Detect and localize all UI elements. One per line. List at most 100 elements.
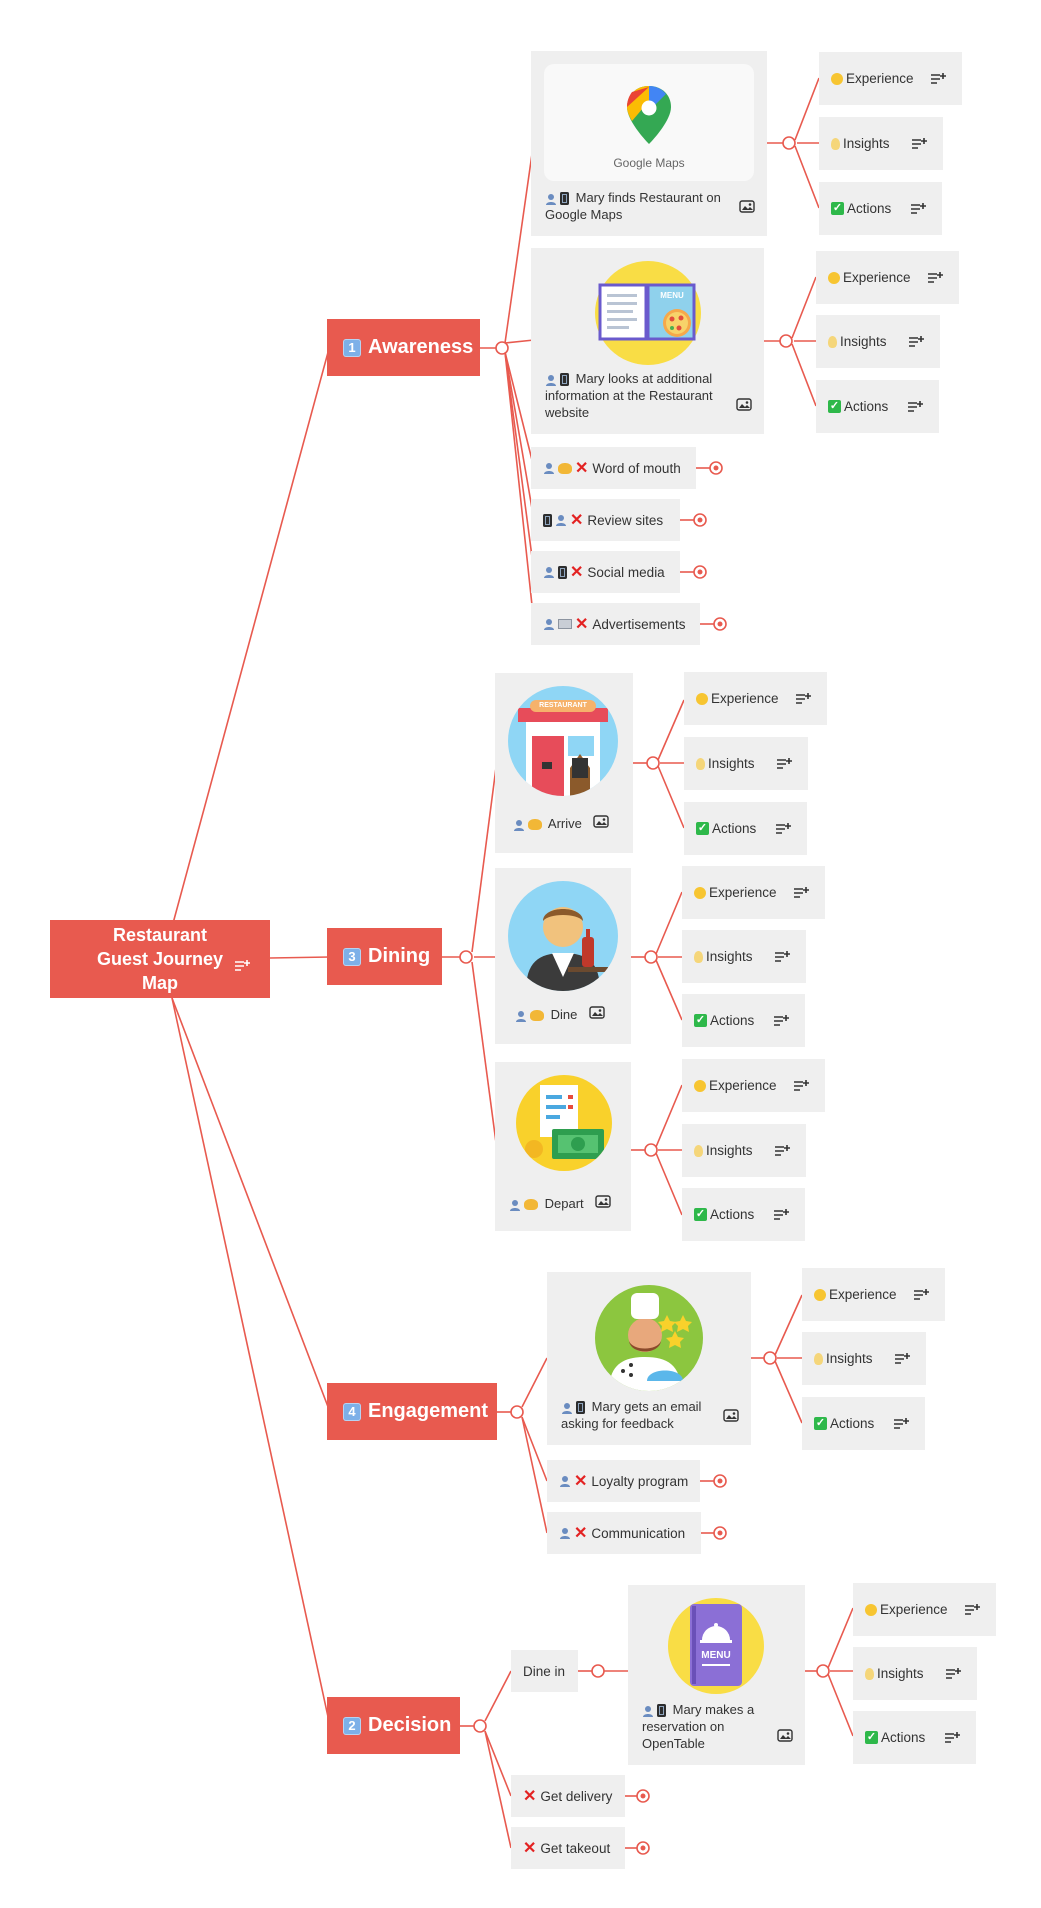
add-note-icon[interactable]	[234, 955, 250, 979]
lightbulb-icon	[828, 335, 837, 348]
phone-icon	[560, 192, 569, 206]
subtopic-label: Actions	[710, 1207, 755, 1222]
leaf-dine-in[interactable]: Dine in	[511, 1650, 578, 1692]
image-icon[interactable]	[595, 1195, 611, 1213]
subtopic-actions[interactable]: ✓Actions	[682, 1188, 805, 1241]
card-arrive[interactable]: RESTAURANT Arrive	[495, 673, 633, 853]
subtopic-actions[interactable]: ✓Actions	[853, 1711, 976, 1764]
stage-awareness[interactable]: 1 Awareness	[327, 319, 480, 376]
add-note-icon[interactable]	[911, 137, 927, 154]
subtopic-actions[interactable]: ✓Actions	[802, 1397, 925, 1450]
subtopic-actions[interactable]: ✓Actions	[682, 994, 805, 1047]
add-note-icon[interactable]	[908, 335, 924, 352]
card-feedback-email[interactable]: Mary gets an email asking for feedback	[547, 1272, 751, 1445]
add-note-icon[interactable]	[944, 1731, 960, 1748]
add-note-icon[interactable]	[910, 202, 926, 219]
subtopic-experience[interactable]: Experience	[819, 52, 962, 105]
card-depart[interactable]: Depart	[495, 1062, 631, 1231]
add-note-icon[interactable]	[793, 1079, 809, 1096]
leaf-review-sites[interactable]: ✕Review sites	[531, 499, 680, 541]
phone-icon	[558, 565, 567, 579]
add-note-icon[interactable]	[795, 692, 811, 709]
number-badge: 1	[343, 338, 361, 357]
image-icon[interactable]	[593, 815, 609, 833]
leaf-advertisements[interactable]: ✕Advertisements	[531, 603, 700, 645]
root-topic-label: Restaurant Guest Journey Map	[96, 924, 224, 994]
cross-icon: ✕	[570, 512, 584, 529]
leaf-social-media[interactable]: ✕Social media	[531, 551, 680, 593]
person-icon	[513, 819, 525, 831]
subtopic-insights[interactable]: Insights	[682, 930, 806, 983]
checkmark-icon: ✓	[694, 1208, 707, 1221]
stage-decision[interactable]: 2 Decision	[327, 1697, 460, 1754]
add-note-icon[interactable]	[773, 1014, 789, 1031]
menu-book-image: MENU	[668, 1598, 764, 1694]
subtopic-label: Experience	[709, 1078, 777, 1093]
add-note-icon[interactable]	[927, 271, 943, 288]
subtopic-insights[interactable]: Insights	[819, 117, 943, 170]
subtopic-insights[interactable]: Insights	[816, 315, 940, 368]
subtopic-experience[interactable]: Experience	[684, 672, 827, 725]
add-note-icon[interactable]	[776, 757, 792, 774]
subtopic-actions[interactable]: ✓Actions	[819, 182, 942, 235]
image-icon[interactable]	[739, 200, 755, 218]
image-icon[interactable]	[589, 1006, 605, 1024]
add-note-icon[interactable]	[945, 1667, 961, 1684]
add-note-icon[interactable]	[793, 886, 809, 903]
leaf-get-delivery[interactable]: ✕Get delivery	[511, 1775, 625, 1817]
card-opentable[interactable]: MENU Mary makes a reservation on OpenTab…	[628, 1585, 805, 1765]
person-icon	[545, 374, 557, 386]
smile-icon	[828, 271, 840, 284]
card-google-maps[interactable]: Google Maps Mary finds Restaurant on Goo…	[531, 51, 767, 236]
root-topic[interactable]: Restaurant Guest Journey Map	[50, 920, 270, 998]
subtopic-label: Actions	[712, 821, 757, 836]
subtopic-experience[interactable]: Experience	[816, 251, 959, 304]
image-icon[interactable]	[723, 1409, 739, 1427]
leaf-label: Get delivery	[540, 1788, 613, 1804]
smile-icon	[814, 1288, 826, 1301]
card-text: Depart	[544, 1196, 584, 1212]
add-note-icon[interactable]	[774, 950, 790, 967]
card-dine[interactable]: Dine	[495, 868, 631, 1044]
add-note-icon[interactable]	[773, 1208, 789, 1225]
stage-label: Dining	[368, 945, 431, 967]
add-note-icon[interactable]	[893, 1417, 909, 1434]
person-icon	[515, 1010, 527, 1022]
card-text: Dine	[550, 1007, 578, 1023]
stage-engagement[interactable]: 4 Engagement	[327, 1383, 497, 1440]
add-note-icon[interactable]	[907, 400, 923, 417]
subtopic-experience[interactable]: Experience	[853, 1583, 996, 1636]
add-note-icon[interactable]	[894, 1352, 910, 1369]
subtopic-experience[interactable]: Experience	[682, 866, 825, 919]
add-note-icon[interactable]	[775, 822, 791, 839]
subtopic-insights[interactable]: Insights	[853, 1647, 977, 1700]
subtopic-experience[interactable]: Experience	[802, 1268, 945, 1321]
card-restaurant-website[interactable]: MENU Mary looks at additional informatio…	[531, 248, 764, 434]
google-maps-image: Google Maps	[544, 64, 754, 181]
subtopic-actions[interactable]: ✓Actions	[816, 380, 939, 433]
number-badge: 3	[343, 947, 361, 966]
subtopic-actions[interactable]: ✓Actions	[684, 802, 807, 855]
stage-dining[interactable]: 3 Dining	[327, 928, 442, 985]
person-icon	[561, 1402, 573, 1414]
subtopic-insights[interactable]: Insights	[802, 1332, 926, 1385]
subtopic-experience[interactable]: Experience	[682, 1059, 825, 1112]
leaf-get-takeout[interactable]: ✕Get takeout	[511, 1827, 625, 1869]
leaf-word-of-mouth[interactable]: ✕Word of mouth	[531, 447, 696, 489]
subtopic-insights[interactable]: Insights	[682, 1124, 806, 1177]
person-icon	[559, 1475, 571, 1487]
add-note-icon[interactable]	[930, 72, 946, 89]
restaurant-storefront-image: RESTAURANT	[508, 686, 618, 796]
subtopic-insights[interactable]: Insights	[684, 737, 808, 790]
restaurant-sign-caption: RESTAURANT	[530, 700, 596, 712]
leaf-loyalty-program[interactable]: ✕Loyalty program	[547, 1460, 700, 1502]
person-icon	[543, 566, 555, 578]
image-icon[interactable]	[736, 398, 752, 416]
image-icon[interactable]	[777, 1729, 793, 1747]
checkmark-icon: ✓	[828, 400, 841, 413]
leaf-communication[interactable]: ✕Communication	[547, 1512, 701, 1554]
add-note-icon[interactable]	[774, 1144, 790, 1161]
add-note-icon[interactable]	[964, 1603, 980, 1620]
add-note-icon[interactable]	[913, 1288, 929, 1305]
